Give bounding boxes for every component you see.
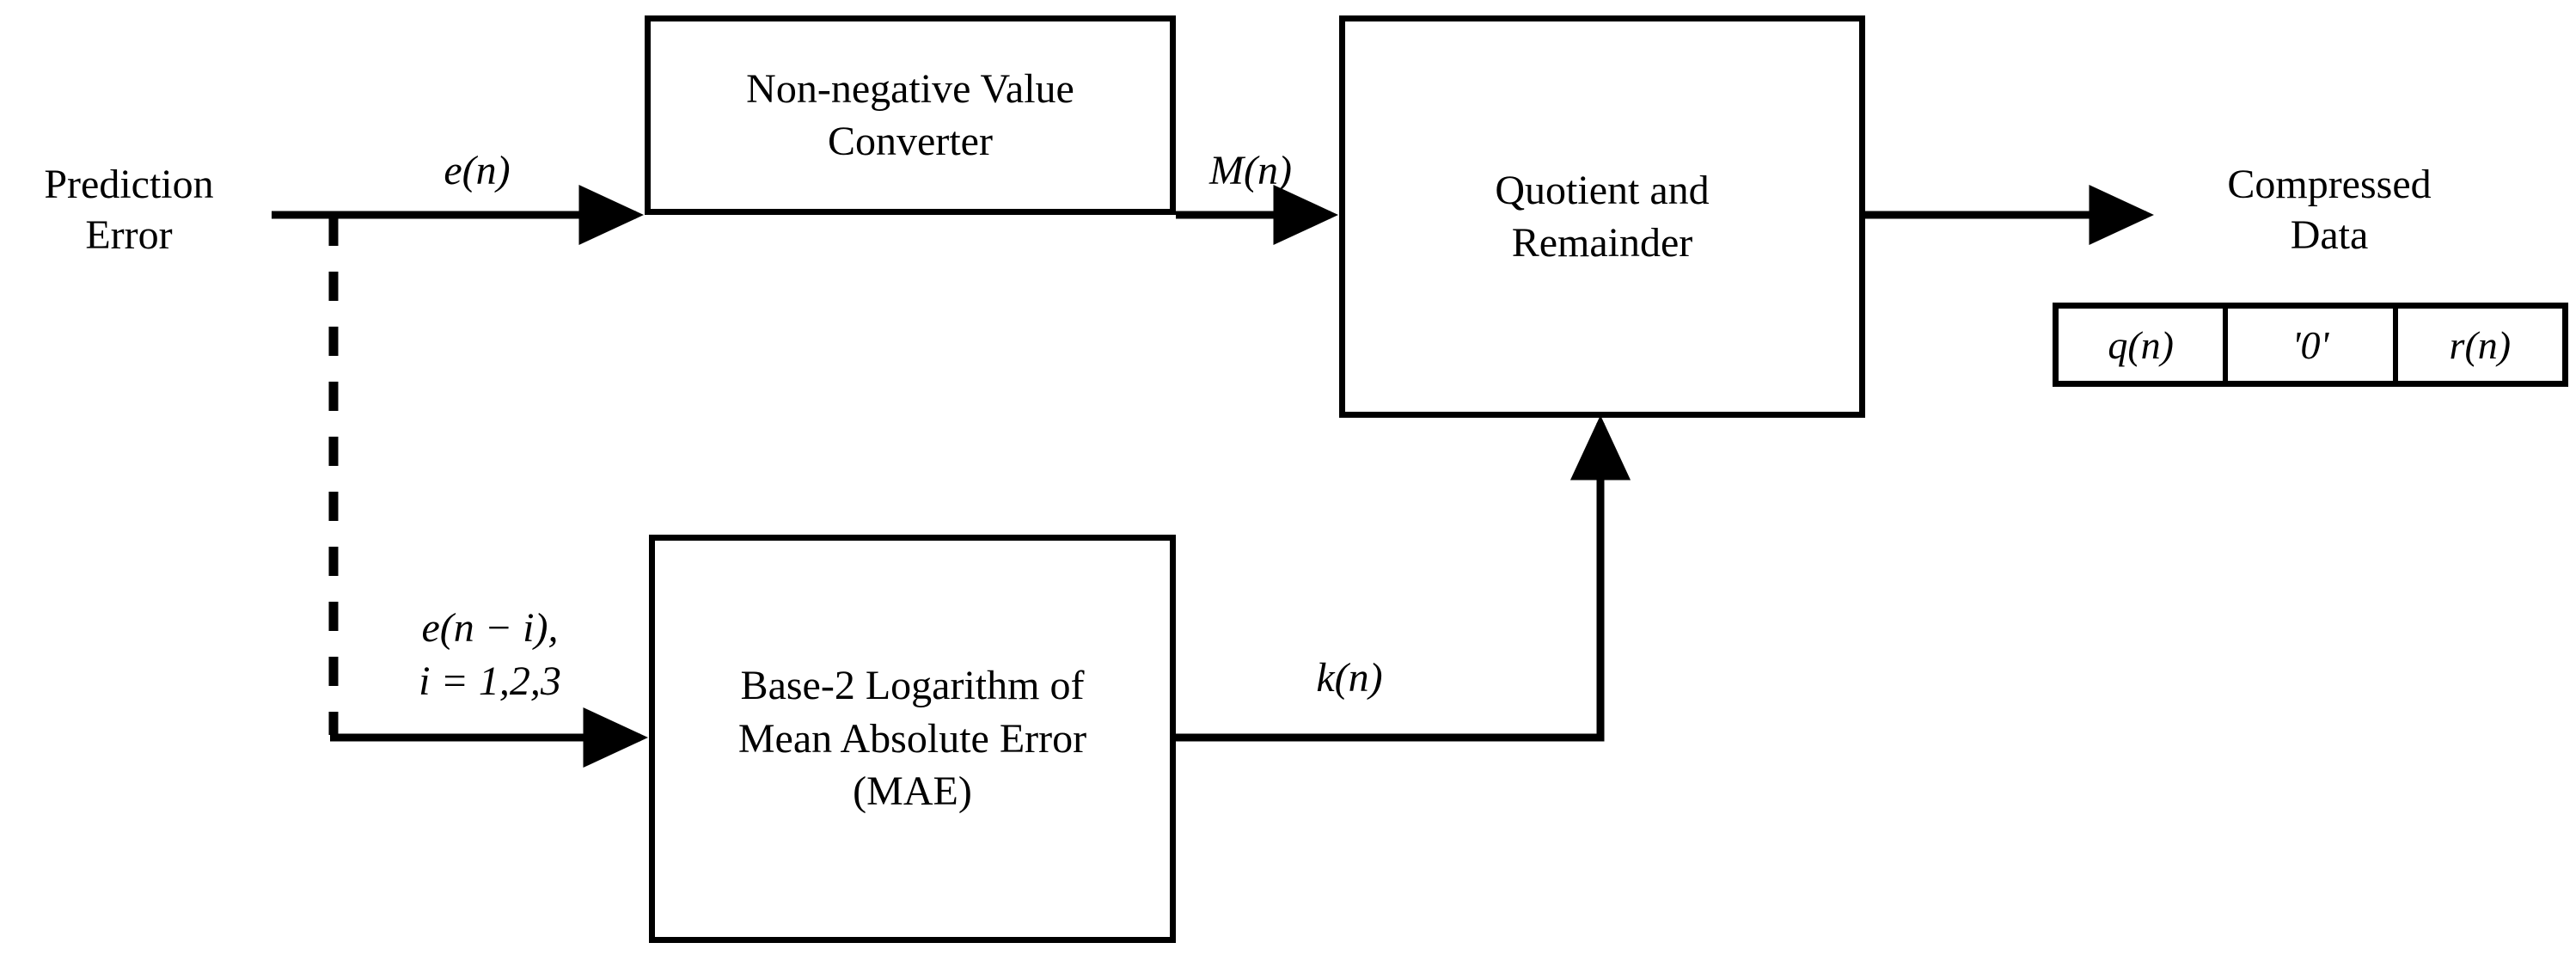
compressed-codeword-table: q(n) '0' r(n) [2053, 303, 2568, 387]
block-non-negative-value-converter[interactable]: Non-negative Value Converter [645, 15, 1176, 215]
codeword-cell-remainder[interactable]: r(n) [2449, 322, 2512, 367]
block-label-mae: Base-2 Logarithm of Mean Absolute Error … [737, 663, 1087, 815]
label-signal-k-n: k(n) [1316, 655, 1383, 701]
block-label-quotient: Quotient and Remainder [1495, 167, 1710, 266]
codeword-cell-stop-bit[interactable]: '0' [2228, 309, 2398, 381]
label-signal-e-n: e(n) [444, 148, 511, 193]
codeword-cell-quotient[interactable]: q(n) [2059, 309, 2229, 381]
label-prediction-error: Prediction Error [44, 162, 214, 258]
label-compressed-data: Compressed Data [2227, 162, 2432, 258]
wire-mae-to-quotient-feedback [1176, 415, 1631, 742]
block-base2-log-mae[interactable]: Base-2 Logarithm of Mean Absolute Error … [649, 535, 1176, 943]
block-label-converter: Non-negative Value Converter [746, 65, 1074, 164]
label-signal-m-n: M(n) [1209, 148, 1292, 193]
block-quotient-and-remainder[interactable]: Quotient and Remainder [1339, 15, 1865, 418]
label-signal-e-n-minus-i: e(n − i), i = 1,2,3 [419, 605, 561, 705]
